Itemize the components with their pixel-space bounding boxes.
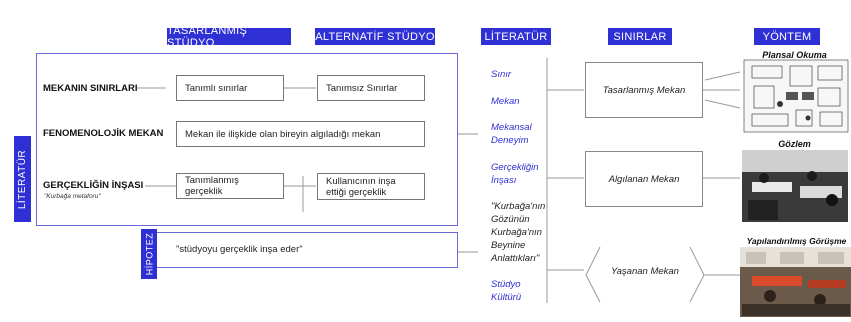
literature-item: "Kurbağa'nın Gözünün Kurbağa'nın Beynine… xyxy=(491,201,546,264)
literature-item: Gerçekliğin İnşası xyxy=(491,162,539,186)
literature-item: Mekan xyxy=(491,96,520,107)
header-literature: LİTERATÜR xyxy=(481,28,551,45)
interview-photo xyxy=(740,247,851,317)
box-defined-reality: Tanımlanmış gerçeklik xyxy=(176,173,284,199)
literature-item: Stüdyo Kültürü xyxy=(491,279,522,303)
header-alternative-studio: ALTERNATİF STÜDYO xyxy=(315,28,435,45)
header-limits: SINIRLAR xyxy=(608,28,672,45)
limit-lived-space: Yaşanan Mekan xyxy=(611,266,679,277)
box-constructed-reality: Kullanıcının inşa ettiği gerçeklik xyxy=(317,173,425,200)
literature-item: Mekansal Deneyim xyxy=(491,122,532,146)
method-title-observation: Gözlem xyxy=(778,139,811,149)
box-defined-limits: Tanımlı sınırlar xyxy=(176,75,284,101)
observation-photo xyxy=(742,150,848,222)
header-method: YÖNTEM xyxy=(754,28,820,45)
row-label-reality: GERÇEKLİĞİN İNŞASI xyxy=(43,180,144,191)
literature-item: Sınır xyxy=(491,69,512,80)
box-undefined-limits: Tanımsız Sınırlar xyxy=(317,75,425,101)
literature-side-label: LİTERATÜR xyxy=(14,136,31,222)
floor-plan-image xyxy=(743,59,849,133)
hypothesis-label: HİPOTEZ xyxy=(141,229,157,279)
box-phenomenology: Mekan ile ilişkide olan bireyin algıladı… xyxy=(176,121,425,147)
limit-designed-space: Tasarlanmış Mekan xyxy=(585,62,703,118)
limit-perceived-space: Algılanan Mekan xyxy=(585,151,703,207)
hypothesis-text: "stüdyoyu gerçeklik inşa eder" xyxy=(176,244,303,255)
method-title-plan-reading: Plansal Okuma xyxy=(762,50,827,60)
row-sublabel-reality: "Kurbağa metaforu" xyxy=(44,193,101,200)
hypothesis-frame xyxy=(157,232,458,268)
row-label-phenomenology: FENOMENOLOJİK MEKAN xyxy=(43,128,164,139)
row-label-space-limits: MEKANIN SINIRLARI xyxy=(43,83,138,94)
method-title-interview: Yapılandırılmış Görüşme xyxy=(746,236,847,246)
literature-frame xyxy=(36,53,458,226)
